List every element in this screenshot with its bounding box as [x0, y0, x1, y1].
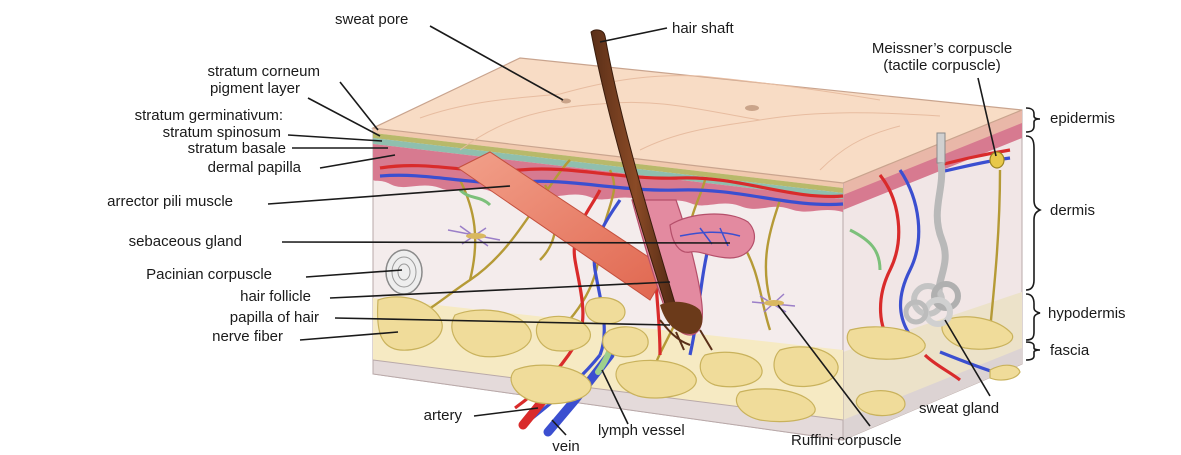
- label-hair-follicle: hair follicle: [240, 288, 311, 305]
- label-fascia: fascia: [1050, 342, 1090, 359]
- pacinian-corpuscle-shape: [386, 250, 422, 294]
- brace-dermis: [1026, 136, 1040, 290]
- leader-sebaceous-gland: [282, 242, 730, 243]
- label-artery: artery: [424, 407, 463, 424]
- label-tactile-corpuscle: (tactile corpuscle): [883, 57, 1001, 74]
- label-hair-shaft: hair shaft: [672, 20, 735, 37]
- leader-stratum-corneum: [340, 82, 378, 130]
- label-sweat-pore: sweat pore: [335, 11, 408, 28]
- brace-hypodermis: [1026, 294, 1040, 340]
- label-dermis: dermis: [1050, 202, 1095, 219]
- meissners-corpuscle-shape: [990, 152, 1004, 168]
- label-hypodermis: hypodermis: [1048, 305, 1126, 322]
- label-arrector-pili-muscle: arrector pili muscle: [107, 193, 233, 210]
- leader-hair-shaft: [600, 28, 667, 42]
- leader-stratum-spinosum: [288, 135, 382, 141]
- layer-braces: [1026, 108, 1040, 360]
- label-stratum-corneum: stratum corneum: [207, 63, 320, 80]
- label-ruffini-corpuscle: Ruffini corpuscle: [791, 432, 902, 449]
- label-lymph-vessel: lymph vessel: [598, 422, 685, 439]
- brace-fascia: [1026, 342, 1040, 360]
- label-epidermis: epidermis: [1050, 110, 1115, 127]
- label-stratum-germinativum: stratum germinativum:: [135, 107, 283, 124]
- label-stratum-basale: stratum basale: [188, 140, 286, 157]
- label-sweat-gland: sweat gland: [919, 400, 999, 417]
- label-vein: vein: [552, 438, 580, 455]
- label-meissners-corpuscle: Meissner’s corpuscle: [872, 40, 1012, 57]
- label-pacinian-corpuscle: Pacinian corpuscle: [146, 266, 272, 283]
- label-sebaceous-gland: sebaceous gland: [129, 233, 242, 250]
- brace-epidermis: [1026, 108, 1040, 132]
- label-stratum-spinosum: stratum spinosum: [163, 124, 281, 141]
- label-pigment-layer: pigment layer: [210, 80, 300, 97]
- label-dermal-papilla: dermal papilla: [208, 159, 302, 176]
- label-papilla-of-hair: papilla of hair: [230, 309, 319, 326]
- leader-pigment-layer: [308, 98, 380, 136]
- label-nerve-fiber: nerve fiber: [212, 328, 283, 345]
